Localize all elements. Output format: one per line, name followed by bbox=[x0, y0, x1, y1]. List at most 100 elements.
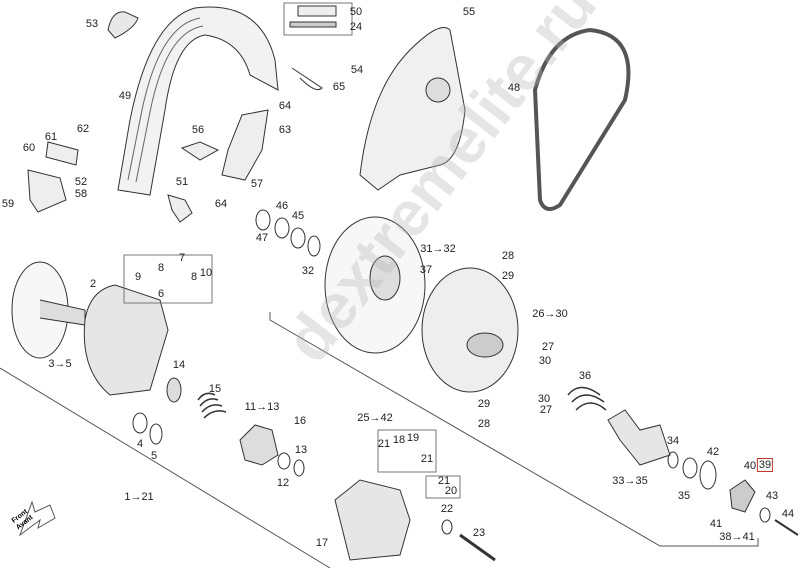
callout-8: 8 bbox=[190, 271, 198, 283]
callout-35: 35 bbox=[677, 490, 691, 502]
callout-27: 27 bbox=[539, 404, 553, 416]
bracket-part-56 bbox=[180, 141, 220, 161]
belt-guard-part-54 bbox=[359, 27, 466, 191]
bracket-part-51 bbox=[167, 194, 193, 223]
callout-4: 4 bbox=[136, 438, 144, 450]
callout-43: 43 bbox=[765, 490, 779, 502]
callout-55: 55 bbox=[462, 6, 476, 18]
callout-61: 61 bbox=[44, 131, 58, 143]
group-line-25-42 bbox=[269, 312, 759, 547]
callout-32: 32 bbox=[301, 265, 315, 277]
callout-48: 48 bbox=[507, 82, 521, 94]
callout-39-highlighted[interactable]: 39 bbox=[756, 458, 774, 472]
callout-18: 18 bbox=[392, 434, 406, 446]
plate-part-61 bbox=[45, 141, 79, 166]
spider-part-11 bbox=[239, 424, 279, 466]
callout-36: 36 bbox=[578, 370, 592, 382]
callout-21: 21 bbox=[437, 475, 451, 487]
washer-part-22 bbox=[441, 519, 453, 535]
callout-1-21: 1→21 bbox=[124, 491, 154, 503]
washer-part-43 bbox=[759, 507, 771, 523]
sliding-sheave-part-26 bbox=[421, 267, 519, 393]
washer-47 bbox=[255, 209, 271, 231]
callout-58: 58 bbox=[74, 188, 88, 200]
decal-box bbox=[283, 2, 353, 36]
washer-45 bbox=[290, 227, 306, 249]
callout-23: 23 bbox=[472, 527, 486, 539]
callout-27: 27 bbox=[541, 341, 555, 353]
callout-53: 53 bbox=[85, 18, 99, 30]
decal-24 bbox=[289, 21, 337, 28]
callout-30: 30 bbox=[537, 393, 551, 405]
callout-19: 19 bbox=[406, 432, 420, 444]
callout-40: 40 bbox=[743, 460, 757, 472]
parts-box-20-21 bbox=[425, 475, 461, 499]
callout-42: 42 bbox=[706, 446, 720, 458]
bolt-part-23 bbox=[459, 533, 496, 562]
callout-49: 49 bbox=[118, 90, 132, 102]
parts-box-6-10 bbox=[123, 254, 213, 304]
callout-28: 28 bbox=[501, 250, 515, 262]
callout-12: 12 bbox=[276, 477, 290, 489]
seal-part-14 bbox=[166, 377, 182, 403]
callout-44: 44 bbox=[781, 508, 795, 520]
callout-14: 14 bbox=[172, 359, 186, 371]
callout-10: 10 bbox=[199, 267, 213, 279]
callout-41: 41 bbox=[709, 518, 723, 530]
callout-37: 37 bbox=[419, 264, 433, 276]
callout-63: 63 bbox=[278, 124, 292, 136]
callout-59: 59 bbox=[1, 198, 15, 210]
fender-rails bbox=[127, 17, 204, 183]
spring-part-36 bbox=[567, 386, 607, 411]
callout-31-32: 31→32 bbox=[420, 243, 456, 255]
callout-8: 8 bbox=[157, 262, 165, 274]
callout-3-5: 3→5 bbox=[48, 358, 72, 370]
callout-30: 30 bbox=[538, 355, 552, 367]
bushing-part-12 bbox=[277, 452, 291, 470]
callout-22: 22 bbox=[440, 503, 454, 515]
group-line-1-21 bbox=[0, 367, 331, 568]
callout-26-30: 26→30 bbox=[532, 308, 568, 320]
bushing-part-34 bbox=[667, 451, 679, 469]
cam-part-17 bbox=[334, 479, 411, 561]
spring-part-15 bbox=[197, 392, 227, 419]
callout-34: 34 bbox=[666, 435, 680, 447]
ramp-part-38 bbox=[729, 479, 756, 513]
front-arrow-icon bbox=[18, 500, 56, 537]
cover-hub bbox=[425, 77, 451, 103]
callout-57: 57 bbox=[250, 178, 264, 190]
callout-54: 54 bbox=[350, 64, 364, 76]
callout-16: 16 bbox=[293, 415, 307, 427]
callout-11-13: 11→13 bbox=[244, 401, 280, 413]
callout-46: 46 bbox=[275, 200, 289, 212]
washer-part-42 bbox=[699, 460, 717, 490]
circlip-part-35 bbox=[682, 457, 698, 479]
callout-29: 29 bbox=[477, 398, 491, 410]
circlip-32 bbox=[307, 235, 321, 257]
bolt-part-44 bbox=[774, 519, 799, 536]
callout-21: 21 bbox=[420, 453, 434, 465]
callout-33-35: 33→35 bbox=[612, 475, 648, 487]
callout-64: 64 bbox=[278, 100, 292, 112]
callout-50: 50 bbox=[349, 6, 363, 18]
cam-part-33 bbox=[607, 409, 671, 466]
callout-2: 2 bbox=[89, 278, 97, 290]
circlip-part-5 bbox=[149, 423, 163, 445]
fender-part-49 bbox=[117, 6, 279, 196]
washer-46 bbox=[274, 217, 290, 239]
drive-belt-part-48 bbox=[532, 27, 631, 211]
callout-60: 60 bbox=[22, 142, 36, 154]
callout-38-41: 38→41 bbox=[719, 531, 755, 543]
callout-21: 21 bbox=[377, 438, 391, 450]
callout-29: 29 bbox=[501, 270, 515, 282]
callout-7: 7 bbox=[178, 252, 186, 264]
callout-13: 13 bbox=[294, 444, 308, 456]
callout-47: 47 bbox=[255, 232, 269, 244]
callout-6: 6 bbox=[157, 288, 165, 300]
callout-15: 15 bbox=[208, 383, 222, 395]
circlip-part-13 bbox=[293, 459, 305, 477]
callout-64: 64 bbox=[214, 198, 228, 210]
bracket-part-63 bbox=[221, 109, 269, 181]
